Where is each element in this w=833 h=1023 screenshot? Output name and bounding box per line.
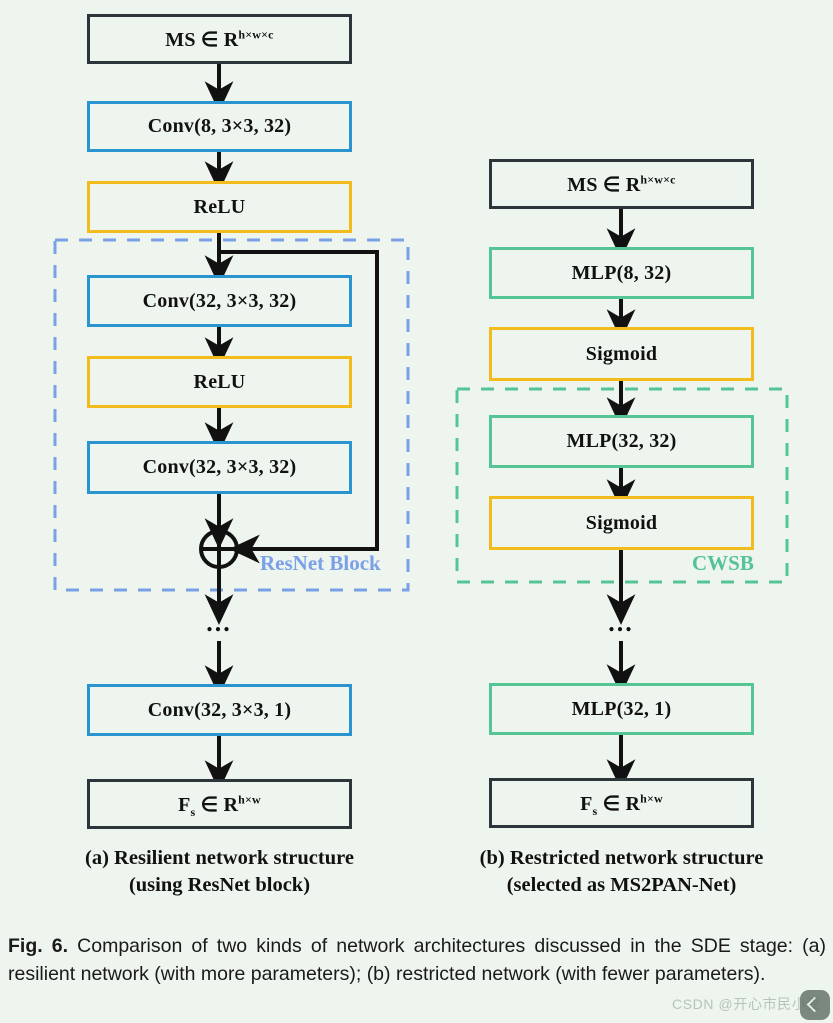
cwsb-label: CWSB — [692, 551, 754, 575]
node-conv-32-3x3-1[interactable]: Conv(32, 3×3, 1) — [87, 684, 352, 736]
resnet-block-dashed-boundary — [53, 238, 410, 592]
ellipsis-label: ... — [608, 608, 634, 637]
csdn-watermark: CSDN @开心市民小麦 — [672, 994, 821, 1014]
node-label: Sigmoid — [585, 511, 658, 534]
node-conv-32-3x3-32-a[interactable]: Conv(32, 3×3, 32) — [87, 275, 352, 327]
node-label: MLP(32, 1) — [571, 697, 672, 720]
ellipsis-label: ... — [206, 608, 232, 637]
figure-caption-text: Comparison of two kinds of network archi… — [8, 935, 827, 986]
node-ms-input-right[interactable]: MS ∈ Rh×w×c — [489, 159, 754, 209]
node-label: Fs ∈ Rh×w — [178, 791, 261, 819]
node-label: Conv(8, 3×3, 32) — [147, 115, 292, 137]
node-mlp-32-1[interactable]: MLP(32, 1) — [489, 683, 754, 735]
skip-connection-path — [219, 250, 379, 564]
node-label: MLP(32, 32) — [566, 430, 677, 452]
figure-caption: Fig. 6. Comparison of two kinds of netwo… — [8, 932, 826, 989]
node-label: MLP(8, 32) — [571, 261, 672, 284]
node-label: ReLU — [193, 195, 246, 218]
node-fs-output-right[interactable]: Fs ∈ Rh×w — [489, 778, 754, 828]
node-label: Sigmoid — [585, 342, 658, 365]
node-label: Conv(32, 3×3, 32) — [142, 456, 297, 478]
node-label: MS ∈ Rh×w×c — [165, 26, 274, 51]
node-label: ReLU — [193, 370, 246, 393]
watermark-badge-icon — [800, 990, 830, 1020]
figure-caption-label: Fig. 6. — [8, 935, 69, 957]
node-label: Conv(32, 3×3, 32) — [142, 289, 297, 312]
subcaption-a-title: (a) Resilient network structure — [85, 847, 354, 869]
subcaption-a-subtitle: (using ResNet block) — [128, 874, 311, 896]
node-conv-32-3x3-32-b[interactable]: Conv(32, 3×3, 32) — [87, 441, 352, 494]
ellipsis-right: ... — [591, 606, 651, 640]
node-relu-2[interactable]: ReLU — [87, 356, 352, 408]
resnet-block-label: ResNet Block — [260, 551, 381, 575]
node-mlp-32-32[interactable]: MLP(32, 32) — [489, 415, 754, 468]
node-fs-output-left[interactable]: Fs ∈ Rh×w — [87, 779, 352, 829]
node-label: Conv(32, 3×3, 1) — [147, 698, 292, 721]
node-conv-8-3x3-32[interactable]: Conv(8, 3×3, 32) — [87, 101, 352, 152]
node-mlp-8-32[interactable]: MLP(8, 32) — [489, 247, 754, 299]
csdn-watermark-text: CSDN @开心市民小麦 — [672, 996, 821, 1012]
subcaption-b-title: (b) Restricted network structure — [479, 847, 764, 869]
node-sigmoid-1[interactable]: Sigmoid — [489, 327, 754, 381]
node-sigmoid-2[interactable]: Sigmoid — [489, 496, 754, 550]
node-label: MS ∈ Rh×w×c — [567, 171, 676, 196]
subcaption-b-subtitle: (selected as MS2PAN-Net) — [506, 874, 737, 896]
node-relu-1[interactable]: ReLU — [87, 181, 352, 233]
node-label: Fs ∈ Rh×w — [580, 790, 663, 818]
ellipsis-left: ... — [189, 606, 249, 640]
node-ms-input-left[interactable]: MS ∈ Rh×w×c — [87, 14, 352, 64]
